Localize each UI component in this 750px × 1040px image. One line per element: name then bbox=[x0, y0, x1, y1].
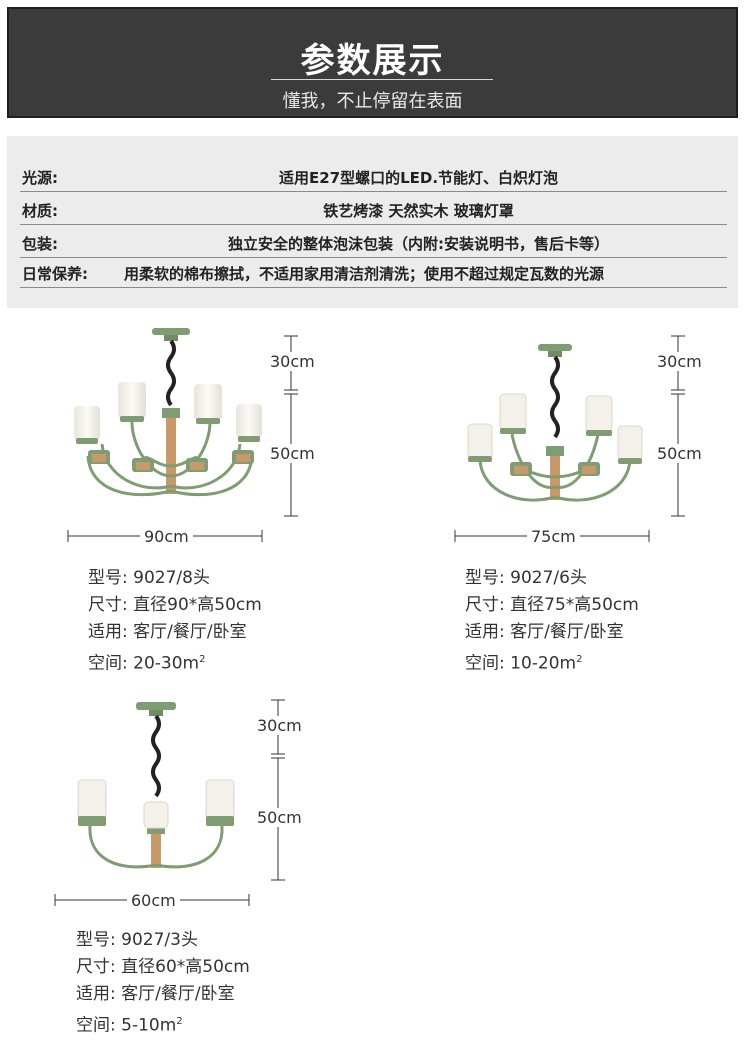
param-label: 材质: bbox=[22, 202, 58, 220]
body-height-label: 50cm bbox=[657, 444, 702, 463]
param-value: 用柔软的棉布擦拭，不适用家用清洁剂清洗；使用不超过规定瓦数的光源 bbox=[124, 265, 605, 283]
body-height-label: 50cm bbox=[270, 444, 315, 463]
spec-size: 尺寸: 直径75*高50cm bbox=[465, 595, 639, 615]
spec-size: 尺寸: 直径60*高50cm bbox=[76, 957, 250, 977]
page-header: 参数展示 懂我，不止停留在表面 bbox=[7, 7, 738, 118]
product-spec-3: 型号: 9027/3头 尺寸: 直径60*高50cm 适用: 客厅/餐厅/卧室 … bbox=[76, 927, 250, 1040]
spec-use: 适用: 客厅/餐厅/卧室 bbox=[76, 984, 235, 1004]
page-title: 参数展示 bbox=[300, 41, 445, 81]
product-spec-6: 型号: 9027/6头 尺寸: 直径75*高50cm 适用: 客厅/餐厅/卧室 … bbox=[465, 565, 639, 678]
param-label: 日常保养: bbox=[22, 265, 88, 283]
param-row-material: 材质: 铁艺烤漆 天然实木 玻璃灯罩 bbox=[20, 194, 727, 225]
chandelier-6-head-image bbox=[467, 344, 643, 502]
product-spec-8: 型号: 9027/8头 尺寸: 直径90*高50cm 适用: 客厅/餐厅/卧室 … bbox=[88, 565, 262, 678]
spec-space: 空间: 5-10m2 bbox=[76, 1015, 183, 1036]
param-label: 包装: bbox=[22, 235, 58, 253]
spec-space: 空间: 10-20m2 bbox=[465, 653, 583, 674]
page-subtitle: 懂我，不止停留在表面 bbox=[282, 91, 463, 112]
param-value: 独立安全的整体泡沫包装（内附:安装说明书，售后卡等） bbox=[227, 235, 609, 253]
chandelier-8-head-image bbox=[74, 328, 262, 497]
top-height-label: 30cm bbox=[657, 352, 702, 371]
width-label: 60cm bbox=[127, 891, 180, 910]
parameter-table: 光源: 适用E27型螺口的LED.节能灯、白炽灯泡 材质: 铁艺烤漆 天然实木 … bbox=[7, 136, 738, 308]
spec-size: 尺寸: 直径90*高50cm bbox=[88, 595, 262, 615]
top-height-label: 30cm bbox=[257, 716, 302, 735]
param-row-maintenance: 日常保养: 用柔软的棉布擦拭，不适用家用清洁剂清洗；使用不超过规定瓦数的光源 bbox=[20, 257, 727, 288]
param-row-light-source: 光源: 适用E27型螺口的LED.节能灯、白炽灯泡 bbox=[20, 161, 727, 192]
spec-use: 适用: 客厅/餐厅/卧室 bbox=[465, 622, 624, 642]
body-height-label: 50cm bbox=[257, 808, 302, 827]
top-height-label: 30cm bbox=[270, 352, 315, 371]
chandelier-3-head-image bbox=[77, 702, 235, 869]
width-label: 90cm bbox=[140, 527, 193, 546]
spec-space: 空间: 20-30m2 bbox=[88, 653, 206, 674]
spec-model: 型号: 9027/3头 bbox=[76, 930, 198, 950]
param-value: 铁艺烤漆 天然实木 玻璃灯罩 bbox=[323, 202, 514, 220]
title-divider bbox=[271, 79, 493, 80]
width-label: 75cm bbox=[527, 527, 580, 546]
spec-model: 型号: 9027/6头 bbox=[465, 568, 587, 588]
param-label: 光源: bbox=[22, 169, 58, 187]
spec-model: 型号: 9027/8头 bbox=[88, 568, 210, 588]
param-value: 适用E27型螺口的LED.节能灯、白炽灯泡 bbox=[278, 169, 559, 187]
spec-use: 适用: 客厅/餐厅/卧室 bbox=[88, 622, 247, 642]
param-row-packaging: 包装: 独立安全的整体泡沫包装（内附:安装说明书，售后卡等） bbox=[20, 227, 727, 258]
